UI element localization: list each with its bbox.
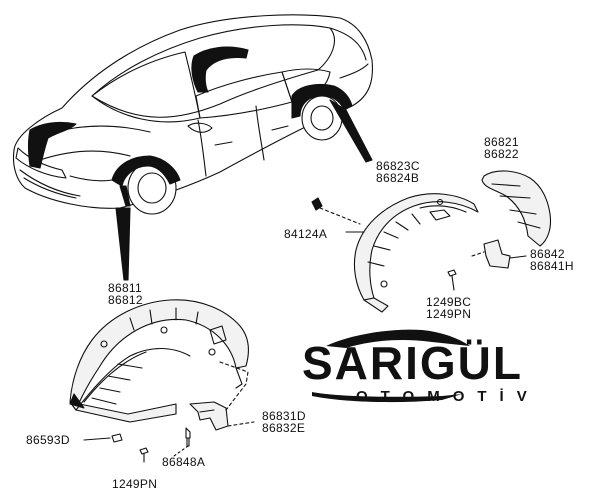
part-label-86823c: 86823C [376, 159, 420, 173]
car-liner-highlights [27, 46, 353, 207]
part-label-86811: 86811 [108, 281, 142, 295]
part-label-1249pn-rear: 1249PN [426, 307, 472, 321]
front-wheel-liner [69, 299, 250, 423]
part-label-86831d: 86831D [262, 409, 306, 423]
part-label-86848a: 86848A [162, 455, 206, 469]
part-label-1249pn-front: 1249PN [112, 477, 158, 491]
screw-86848a [185, 427, 191, 447]
part-label-86824b: 86824B [376, 171, 420, 185]
rear-upper-liner [481, 170, 552, 247]
brand-subtitle: OTOMOTİV [356, 388, 540, 405]
car-silhouette-icon [312, 329, 470, 403]
part-label-86841h: 86841H [530, 259, 574, 273]
bracket-86842 [483, 239, 511, 269]
leader-rear [329, 99, 373, 163]
leader-front [115, 207, 131, 281]
part-label-86832e: 86832E [262, 421, 306, 435]
part-label-1249bc: 1249BC [426, 295, 472, 309]
part-label-86593d: 86593D [26, 433, 70, 447]
bracket-86831d [189, 401, 229, 431]
part-label-86822: 86822 [484, 147, 519, 161]
part-label-84124a: 84124A [284, 227, 328, 241]
clip-86593d [111, 433, 123, 443]
part-label-86812: 86812 [108, 293, 143, 307]
car-illustration [12, 14, 374, 215]
brand-watermark: SARIGÜL OTOMOTİV [302, 326, 562, 410]
part-label-86842: 86842 [530, 247, 565, 261]
brand-name: SARIGÜL [302, 337, 523, 389]
screw-1249pn-front [139, 447, 149, 463]
screw-1249bc [447, 269, 457, 291]
part-label-86821: 86821 [484, 135, 519, 149]
rear-wheel-liner [353, 193, 479, 313]
clip-84124a [311, 197, 323, 211]
